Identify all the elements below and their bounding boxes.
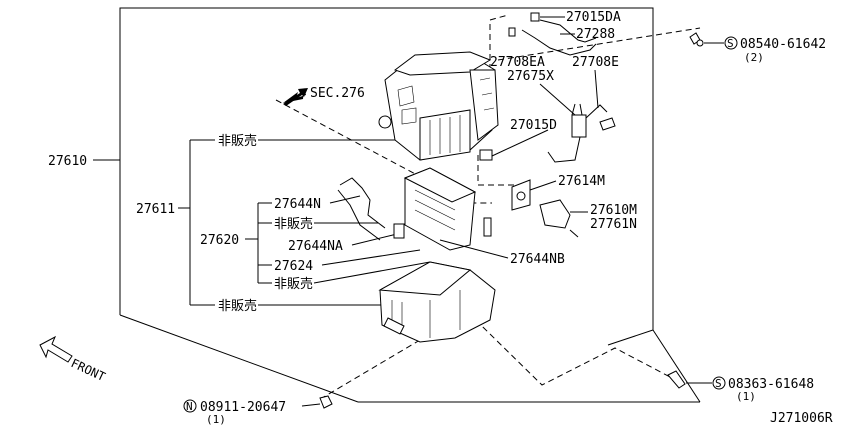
label-27288: 27288 (576, 27, 615, 42)
label-sec-276: SEC.276 (310, 86, 365, 101)
sensor-27614M (511, 179, 531, 211)
leader-27614M (529, 180, 557, 191)
label-27761N: 27761N (590, 217, 637, 232)
dash-guide-4 (497, 27, 701, 61)
label-not-for-sale-4: 非販売 (218, 298, 257, 314)
symbol-s-bottom-text: S (715, 377, 722, 390)
blower-resistor (539, 199, 579, 238)
label-27644NA: 27644NA (288, 239, 343, 254)
dash-guide-2 (489, 14, 509, 100)
leader-27708E (594, 69, 599, 109)
symbol-n-bottom (183, 399, 197, 413)
leader-27644NA (351, 233, 398, 246)
nut-bottom-icon (319, 395, 333, 409)
wiring-harness (508, 12, 597, 56)
frame-outline (119, 7, 654, 346)
label-27614M: 27614M (558, 174, 605, 189)
sec-arrow (283, 88, 306, 103)
label-27708EA: 27708EA (490, 55, 545, 70)
label-27644N: 27644N (274, 197, 321, 212)
heater-case-lower (378, 261, 496, 343)
leader-27675X (539, 83, 576, 116)
heater-unit-upper (378, 51, 499, 161)
screw-top-head (696, 39, 704, 47)
frame-bottom (119, 314, 359, 403)
label-front: FRONT (69, 356, 108, 384)
label-27644NB: 27644NB (510, 252, 565, 267)
leader-nut-bottom (301, 403, 321, 407)
leader-27624 (321, 249, 421, 266)
clip-27015D (479, 149, 493, 161)
motor-actuator (547, 103, 616, 163)
label-screw-bottom: 08363-61648 (728, 377, 814, 392)
valve (393, 223, 405, 239)
leader-27644NB (439, 239, 509, 259)
label-27624: 27624 (274, 259, 313, 274)
leader-27015D-link (491, 129, 549, 157)
symbol-n-bottom-text: N (186, 400, 193, 413)
label-nut-bottom: 08911-20647 (200, 400, 286, 415)
symbol-s-bottom (712, 376, 726, 390)
label-27610M: 27610M (590, 203, 637, 218)
label-27611: 27611 (136, 202, 175, 217)
evaporator-core (403, 167, 477, 251)
label-27620: 27620 (200, 233, 239, 248)
label-27610: 27610 (48, 154, 87, 169)
dash-guide-3 (477, 155, 515, 186)
leader-nfs-3 (313, 261, 431, 284)
label-not-for-sale-2: 非販売 (274, 216, 313, 232)
label-not-for-sale-3: 非販売 (274, 276, 313, 292)
symbol-s-top-text: S (727, 37, 734, 50)
label-27675X: 27675X (507, 69, 554, 84)
screw-bottom-icon (667, 370, 686, 389)
label-nut-bottom-qty: (1) (206, 413, 226, 425)
pipe-27644N (339, 177, 386, 229)
symbol-s-top (724, 36, 738, 50)
sensor-27644NB (483, 217, 492, 237)
drawing-id: J271006R (770, 411, 833, 425)
label-screw-bottom-qty: (1) (736, 390, 756, 403)
label-27015D: 27015D (510, 118, 557, 133)
label-27015DA: 27015DA (566, 10, 621, 25)
frame-bottom-right (652, 329, 701, 403)
label-27708E: 27708E (572, 55, 619, 70)
label-screw-top-qty: (2) (744, 51, 764, 64)
pipe-27644N-2 (337, 189, 381, 241)
dash-guide-1 (275, 99, 492, 204)
dash-guide-5 (439, 284, 673, 386)
label-screw-top: 08540-61642 (740, 37, 826, 52)
front-arrow-icon (39, 335, 73, 363)
sec-arrow-shape (283, 88, 308, 106)
dash-guide-6 (321, 339, 421, 399)
label-not-for-sale-1: 非販売 (218, 133, 257, 149)
